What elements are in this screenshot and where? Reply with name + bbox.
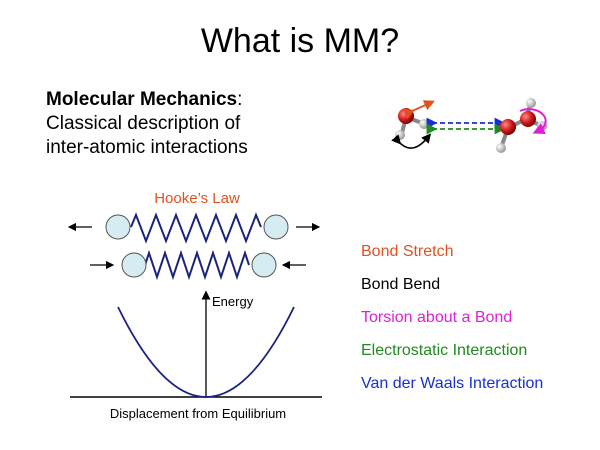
hydrogen-atom — [395, 130, 405, 140]
legend-electrostatic: Electrostatic Interaction — [361, 342, 528, 359]
oxygen-atom-right — [520, 111, 536, 127]
hydrogen-atom — [496, 143, 506, 153]
oxygen-atom-right — [500, 119, 516, 135]
intro-line-1: Molecular Mechanics: — [46, 88, 248, 112]
torsion-arrow — [519, 108, 547, 134]
bond-bend-arrow — [391, 133, 432, 149]
displacement-label: Displacement from Equilibrium — [110, 406, 286, 421]
molecule-diagram — [391, 98, 547, 153]
legend-bond-stretch: Bond Stretch — [361, 243, 454, 260]
legend-torsion: Torsion about a Bond — [361, 309, 513, 326]
energy-label: Energy — [212, 294, 254, 309]
slide-title: What is MM? — [200, 22, 400, 60]
legend-van-der-waals: Van der Waals Interaction — [361, 375, 544, 392]
interaction-legend: Bond Stretch Bond Bend Torsion about a B… — [361, 241, 543, 406]
intro-line-3: inter-atomic interactions — [46, 137, 248, 158]
potential-energy-curve — [117, 306, 295, 398]
hydrogen-atom — [419, 119, 429, 129]
hooke-label: Hooke’s Law — [154, 190, 240, 207]
intro-term: Molecular Mechanics — [46, 89, 238, 110]
compressed-spring — [144, 249, 250, 281]
hooke-diagram: Hooke’s Law Energy Displacement from Equ… — [67, 190, 322, 421]
intro-colon: : — [237, 89, 243, 110]
ball — [251, 252, 277, 278]
ball — [121, 252, 147, 278]
stretched-spring — [130, 212, 262, 244]
ball — [263, 214, 289, 240]
legend-bond-bend: Bond Bend — [361, 276, 441, 293]
ball — [105, 214, 131, 240]
intro-line-2: Classical description of — [46, 113, 241, 134]
hydrogen-atom — [526, 98, 536, 108]
bond-stretch-arrow — [402, 100, 435, 120]
intro-text: Molecular Mechanics: Classical descripti… — [46, 88, 248, 160]
